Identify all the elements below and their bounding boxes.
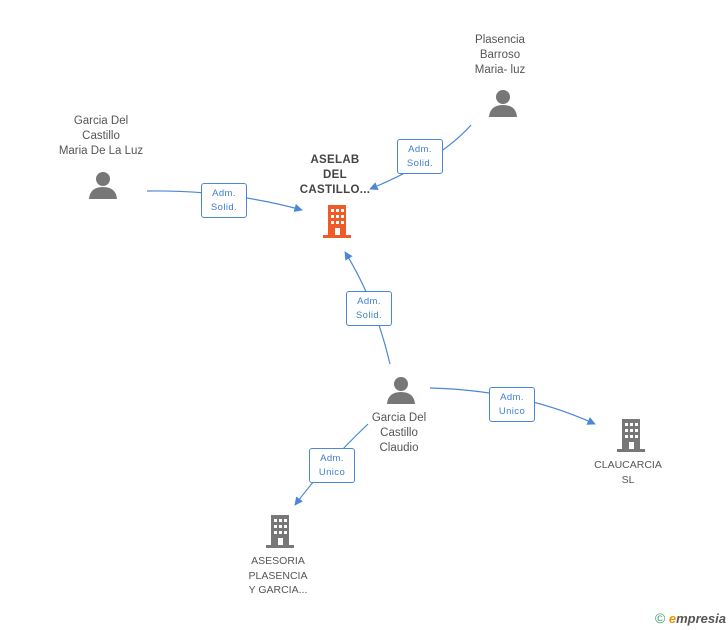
node-asesoria-label[interactable]: ASESORIA PLASENCIA Y GARCIA... <box>248 555 308 596</box>
node-garcia-claudio-label[interactable]: Garcia Del Castillo Claudio <box>371 412 427 454</box>
edge-label-claudio-claucarcia[interactable]: Adm. Unico <box>489 387 535 422</box>
brand-logo: empresia <box>668 611 726 626</box>
node-claucarcia-label[interactable]: CLAUCARCIA SL <box>594 459 662 486</box>
building-icon[interactable] <box>321 205 353 239</box>
edge-label-claudio-aselab[interactable]: Adm. Solid. <box>346 291 392 326</box>
node-garcia-maria-label[interactable]: Garcia Del Castillo Maria De La Luz <box>58 115 144 157</box>
node-aselab-label[interactable]: ASELAB DEL CASTILLO... <box>299 154 371 196</box>
person-icon[interactable] <box>488 88 518 118</box>
edge-label-claudio-asesoria[interactable]: Adm. Unico <box>309 448 355 483</box>
person-icon[interactable] <box>88 170 118 200</box>
node-plasencia-barroso-label[interactable]: Plasencia Barroso Maria- luz <box>474 34 526 76</box>
building-icon[interactable] <box>615 419 647 453</box>
edge-label-maria-aselab[interactable]: Adm. Solid. <box>201 183 247 218</box>
edge-label-plasencia-aselab[interactable]: Adm. Solid. <box>397 139 443 174</box>
building-icon[interactable] <box>264 515 296 549</box>
copyright-symbol: © <box>654 610 666 626</box>
person-icon[interactable] <box>386 375 416 405</box>
empresia-watermark[interactable]: © empresia <box>655 610 726 626</box>
